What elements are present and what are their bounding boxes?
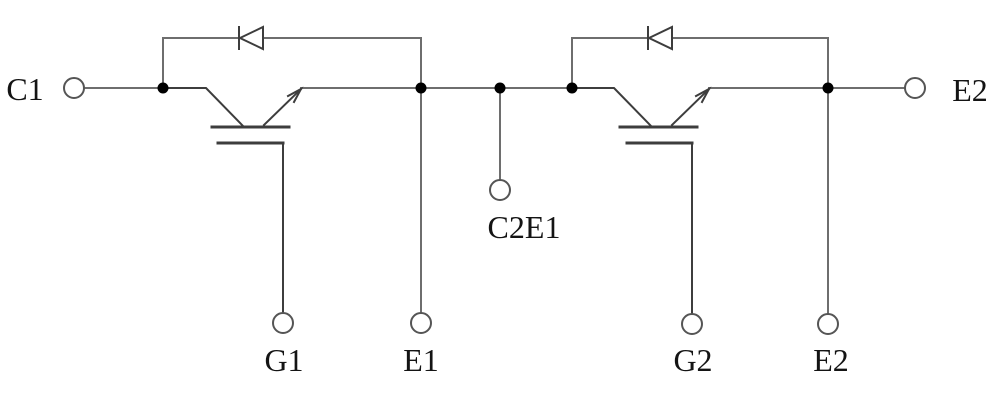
label-e2-bottom: E2	[813, 342, 849, 378]
label-g1: G1	[264, 342, 303, 378]
terminal-e2-bottom	[817, 313, 839, 335]
wire-diode1-right-loop	[262, 37, 422, 89]
wire-diode2-left-loop	[571, 37, 649, 89]
igbt1-collector-lead	[162, 87, 245, 128]
terminal-g1	[272, 312, 294, 334]
junction-dot-e2-node	[822, 82, 834, 94]
igbt1-symbol	[162, 86, 304, 314]
wire-group	[83, 37, 906, 315]
junction-dot-e1-node	[415, 82, 427, 94]
terminal-e1	[410, 312, 432, 334]
wire-diode1-left-loop	[162, 37, 240, 89]
diode1-triangle	[237, 25, 264, 51]
junction-dot-c1-node	[157, 82, 169, 94]
label-e2-right: E2	[952, 72, 988, 108]
terminal-g2	[681, 313, 703, 335]
igbt2-emitter-arrowhead-icon	[694, 86, 712, 104]
junction-dots	[157, 82, 834, 94]
junction-dot-c2-node	[566, 82, 578, 94]
diode2-triangle	[646, 25, 673, 51]
igbt1-emitter-lead	[262, 87, 303, 127]
diode2-symbol	[646, 25, 673, 51]
diode1-symbol	[237, 25, 264, 51]
igbt2-symbol	[571, 86, 712, 315]
terminal-labels: C1 E2 C2E1 G1 E1 G2 E2	[6, 71, 987, 378]
label-g2: G2	[673, 342, 712, 378]
wire-diode2-right-loop	[671, 37, 829, 89]
igbt2-emitter-lead	[670, 87, 711, 127]
terminal-e2-right	[904, 77, 926, 99]
igbt1-emitter-arrowhead-icon	[286, 86, 304, 104]
terminal-c2e1	[489, 179, 511, 201]
terminal-circles	[63, 77, 926, 335]
igbt2-collector-lead	[571, 87, 653, 128]
label-c1: C1	[6, 71, 43, 107]
terminal-c1	[63, 77, 85, 99]
junction-dot-c2e1-node	[494, 82, 506, 94]
label-e1: E1	[403, 342, 439, 378]
label-c2e1: C2E1	[488, 209, 561, 245]
